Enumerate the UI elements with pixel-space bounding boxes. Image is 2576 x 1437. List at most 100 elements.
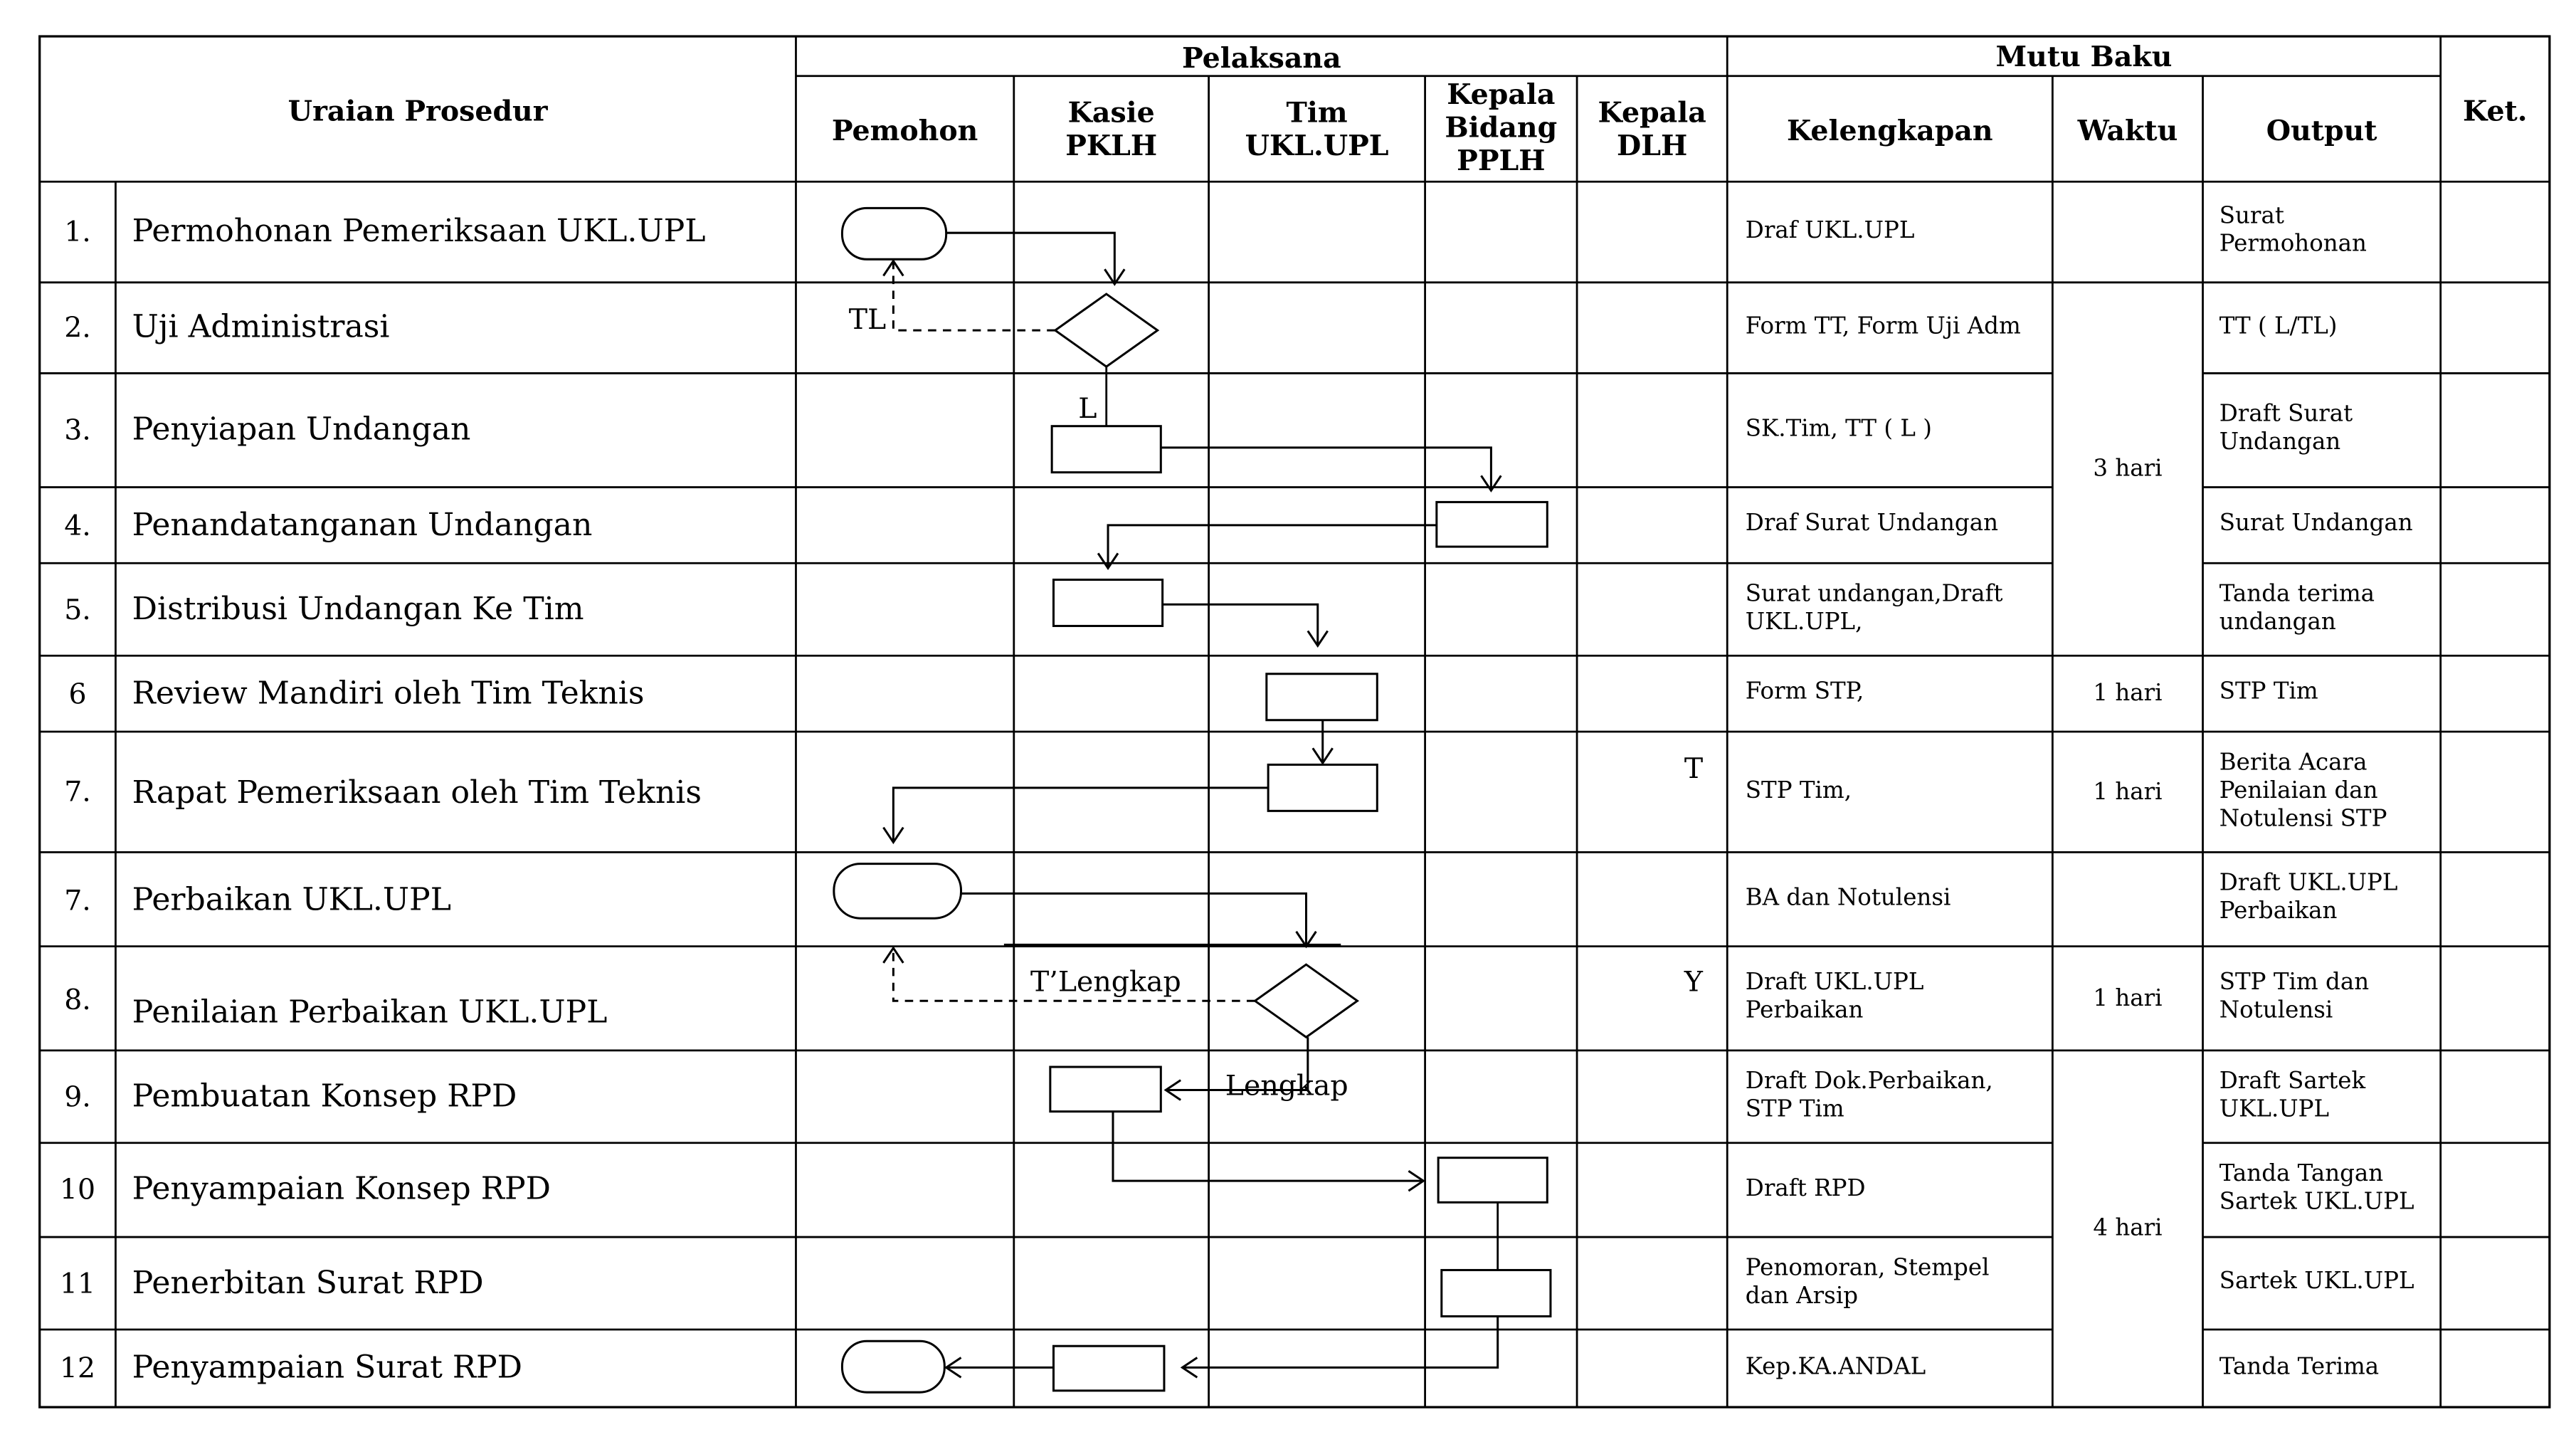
row-number: 12: [59, 1352, 96, 1386]
row-number: 5.: [64, 594, 91, 628]
row-kelengkapan: Form TT, Form Uji Adm: [1745, 313, 2021, 341]
row-kelengkapan: Kep.KA.ANDAL: [1745, 1354, 1926, 1381]
header-uraian: Uraian Prosedur: [287, 95, 548, 129]
row-uraian: Penandatanganan Undangan: [132, 507, 593, 544]
row-number: 7.: [64, 885, 91, 919]
label-t: T: [1684, 753, 1704, 786]
header-pelaksana: Pelaksana: [1182, 43, 1341, 76]
arrow-lengkap: [1163, 1079, 1181, 1101]
row-uraian: Rapat Pemeriksaan oleh Tim Teknis: [132, 774, 702, 811]
flow-line-4-5: [1107, 524, 1437, 569]
flow-line-tl: [892, 260, 1055, 332]
arrow-6-7: [1311, 747, 1334, 765]
row-kelengkapan: Surat undangan,Draft UKL.UPL,: [1745, 581, 2003, 636]
flow-line-5-6: [1162, 603, 1319, 646]
row-output: Tanda Terima: [2219, 1354, 2380, 1381]
terminator-perbaikan: [833, 863, 963, 920]
row-number: 4.: [64, 510, 91, 544]
waktu-3-hari: 3 hari: [2093, 456, 2163, 483]
header-ket: Ket.: [2463, 95, 2528, 129]
arrow-1-2: [1104, 268, 1126, 286]
arrow-5-6: [1307, 630, 1329, 648]
row-output: TT ( L/TL): [2219, 313, 2338, 341]
terminator-pemohon-1: [840, 206, 948, 260]
row-uraian: Penerbitan Surat RPD: [132, 1265, 484, 1302]
row-number: 11: [59, 1268, 96, 1302]
decision-uji-administrasi: [1053, 293, 1160, 369]
row-uraian: Perbaikan UKL.UPL: [132, 882, 452, 919]
arrow-tlengkap: [882, 946, 904, 964]
flow-line-11-12: [1182, 1316, 1499, 1369]
row-output: Sartek UKL.UPL: [2219, 1268, 2414, 1295]
process-review-mandiri: [1265, 673, 1378, 722]
process-penerbitan-surat-rpd: [1440, 1268, 1552, 1317]
row-output: Tanda terima undangan: [2219, 581, 2375, 636]
arrow-9-10: [1408, 1169, 1425, 1192]
row-output: STP Tim: [2219, 678, 2318, 705]
table-border: [38, 35, 2551, 1409]
header-pelaksana-col-4: Kepala DLH: [1598, 97, 1706, 164]
flow-line-perbaikan-penilaian: [961, 892, 1308, 947]
waktu-rapat: 1 hari: [2093, 779, 2163, 806]
label-tl: TL: [848, 303, 887, 337]
row-uraian: Penilaian Perbaikan UKL.UPL: [132, 994, 608, 1031]
flow-line-3-4: [1161, 446, 1492, 491]
header-mutu-baku: Mutu Baku: [1995, 41, 2173, 75]
row-kelengkapan: Draft RPD: [1745, 1176, 1866, 1203]
row-output: Surat Undangan: [2219, 510, 2413, 537]
label-y: Y: [1684, 966, 1703, 999]
row-number: 8.: [64, 984, 91, 1018]
waktu-review: 1 hari: [2093, 680, 2163, 707]
arrow-12-pemohon: [944, 1357, 962, 1379]
row-output: Tanda Tangan Sartek UKL.UPL: [2219, 1161, 2414, 1216]
header-mutu-col-1: Waktu: [2077, 115, 2178, 149]
row-uraian: Permohonan Pemeriksaan UKL.UPL: [132, 213, 706, 250]
flow-line-9-10: [1112, 1111, 1424, 1182]
process-distribusi-undangan: [1052, 578, 1164, 627]
row-kelengkapan: Draft Dok.Perbaikan, STP Tim: [1745, 1068, 1993, 1124]
row-uraian: Penyampaian Konsep RPD: [132, 1171, 551, 1208]
process-penyampaian-konsep-rpd: [1437, 1157, 1548, 1204]
row-uraian: Pembuatan Konsep RPD: [132, 1078, 517, 1115]
arrow-4-5: [1097, 552, 1119, 570]
row-number: 6: [68, 678, 87, 712]
process-rapat-pemeriksaan: [1267, 763, 1378, 812]
waktu-penilaian: 1 hari: [2093, 986, 2163, 1013]
label-t-lengkap: T’Lengkap: [1030, 966, 1181, 999]
header-mutu-col-0: Kelengkapan: [1786, 115, 1993, 149]
row-kelengkapan: BA dan Notulensi: [1745, 885, 1951, 912]
row-number: 1.: [64, 216, 91, 250]
header-pelaksana-col-2: Tim UKL.UPL: [1245, 97, 1389, 164]
row-output: STP Tim dan Notulensi: [2219, 969, 2370, 1024]
row-number: 2.: [64, 312, 91, 345]
row-number: 9.: [64, 1081, 91, 1115]
row-kelengkapan: SK.Tim, TT ( L ): [1745, 416, 1932, 443]
arrow-3-4: [1480, 475, 1502, 493]
row-output: Surat Permohonan: [2219, 203, 2368, 258]
terminator-pemohon-12: [840, 1339, 946, 1394]
row-uraian: Distribusi Undangan Ke Tim: [132, 591, 584, 628]
process-penyampaian-surat-rpd: [1052, 1344, 1166, 1392]
row-uraian: Penyampaian Surat RPD: [132, 1349, 523, 1386]
waktu-4-hari: 4 hari: [2093, 1215, 2163, 1243]
row-output: Berita Acara Penilaian dan Notulensi STP: [2219, 749, 2387, 833]
label-l: L: [1078, 393, 1097, 426]
arrow-tl: [882, 258, 904, 277]
process-penyiapan-undangan: [1050, 425, 1162, 474]
row-number: 10: [59, 1174, 96, 1208]
row-uraian: Penyiapan Undangan: [132, 411, 471, 448]
header-pelaksana-col-1: Kasie PKLH: [1065, 97, 1158, 164]
row-output: Draft Sartek UKL.UPL: [2219, 1068, 2366, 1124]
row-output: Draft Surat Undangan: [2219, 401, 2353, 456]
flow-line-lengkap: [1166, 1037, 1309, 1092]
decision-penilaian-perbaikan: [1252, 963, 1360, 1039]
row-kelengkapan: Draf UKL.UPL: [1745, 218, 1915, 245]
header-pelaksana-col-3: Kepala Bidang PPLH: [1445, 79, 1558, 179]
row-kelengkapan: Form STP,: [1745, 678, 1864, 705]
row-output: Draft UKL.UPL Perbaikan: [2219, 870, 2398, 925]
arrow-perbaikan-penilaian: [1295, 930, 1317, 949]
row-number: 7.: [64, 776, 91, 810]
row-kelengkapan: Draf Surat Undangan: [1745, 510, 1999, 537]
